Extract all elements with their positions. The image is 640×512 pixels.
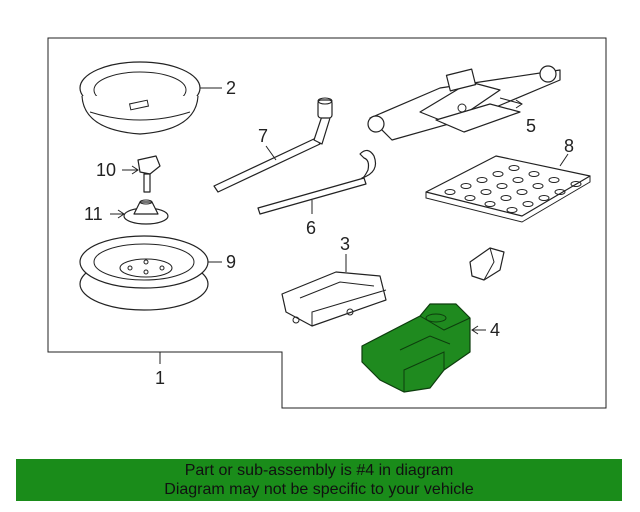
part-spare-well[interactable] [79,61,201,135]
callout-9: 9 [226,252,236,272]
callout-8: 8 [564,136,574,156]
callout-7: 7 [258,126,268,146]
diagram-frame [47,37,607,409]
part-scissor-jack[interactable] [367,65,561,141]
part-tool-mat[interactable] [425,155,591,223]
callout-11: 11 [84,204,103,224]
part-tool-tray[interactable] [281,271,387,327]
part-bolt[interactable] [137,155,161,193]
part-spare-wheel[interactable] [79,235,209,311]
part-cone-nut[interactable] [123,199,169,225]
part-small-clip[interactable] [469,247,505,281]
callout-2: 2 [226,78,236,98]
callout-3: 3 [340,234,350,254]
callout-10: 10 [96,160,116,180]
part-lug-wrench[interactable] [213,97,333,193]
notice-banner: Part or sub-assembly is #4 in diagram Di… [16,459,622,501]
parts-diagram: 2 10 11 9 7 6 [47,37,607,409]
callout-4: 4 [490,320,500,340]
callout-6: 6 [306,218,316,238]
banner-line-2: Diagram may not be specific to your vehi… [164,481,474,498]
part-4-highlighted[interactable] [361,303,471,393]
part-jack-handle[interactable] [257,149,377,215]
banner-line-1: Part or sub-assembly is #4 in diagram [184,462,454,479]
callout-5: 5 [526,116,536,136]
callout-1: 1 [155,368,165,388]
